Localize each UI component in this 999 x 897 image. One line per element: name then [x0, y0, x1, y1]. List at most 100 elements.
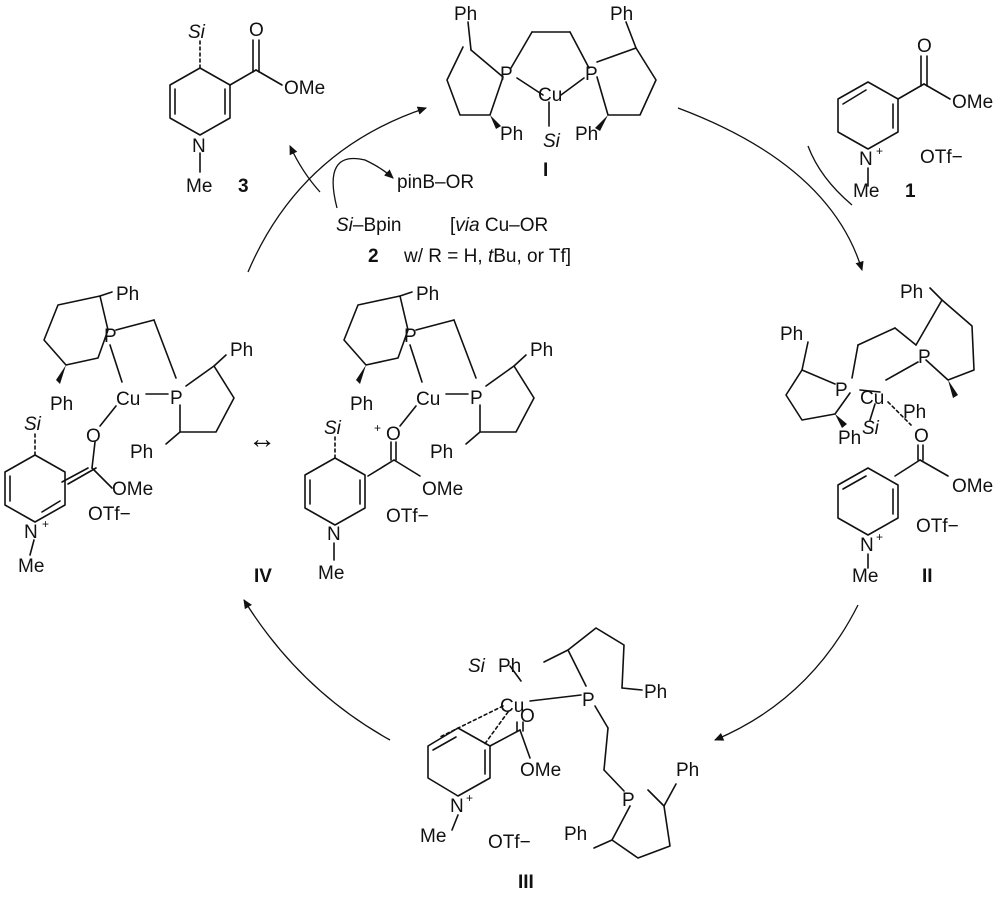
intermediate-II-label: II: [922, 566, 933, 587]
intermediate-III-phenyl-4: Ph: [564, 824, 587, 845]
intermediate-II-phenyl-2: Ph: [780, 324, 803, 345]
intermediate-II-phosphorus-1: P: [918, 347, 931, 368]
intermediate-IV-right-phenyl-1: Ph: [416, 284, 439, 305]
intermediate-II-structure: P P Cu Si O OMe N + Me OTf− II Ph Ph Ph …: [780, 282, 993, 587]
intermediate-IV-right-oxygen: O: [386, 424, 401, 445]
intermediate-IV-right-structure: Ph P Cu P Ph Ph Ph O + OMe Si N Me OTf−: [304, 284, 553, 584]
intermediate-IV-left-charge: +: [42, 517, 49, 531]
intermediate-IV-right-phenyl-4: Ph: [430, 442, 453, 463]
catalyst-I-phosphorus-right: P: [585, 64, 598, 85]
intermediate-IV-right-oxonium-charge: +: [374, 421, 381, 435]
via-note-line-2: w/ R = H, tBu, or Tf]: [403, 246, 571, 267]
via-note-bracket: [: [450, 215, 456, 236]
intermediate-III-phenyl-1: Ph: [498, 656, 521, 677]
intermediate-III-phosphorus-2: P: [622, 790, 635, 811]
intermediate-IV-left-triflate: OTf−: [88, 504, 131, 525]
intermediate-IV-left-phenyl-2: Ph: [230, 340, 253, 361]
substrate-1-charge: +: [876, 144, 883, 158]
catalyst-I-silyl: Si: [543, 131, 561, 152]
substrate-1-ome: OMe: [952, 92, 993, 113]
catalyst-I-phenyl-2: Ph: [610, 4, 633, 25]
catalyst-I-structure: P P Cu Si Ph Ph Ph Ph I: [446, 4, 657, 181]
product-3-carbonyl-oxygen: O: [249, 20, 264, 41]
intermediate-II-copper: Cu: [860, 388, 884, 409]
via-note-r-options: w/ R = H,: [403, 246, 488, 267]
intermediate-III-nitrogen: N: [450, 796, 464, 817]
intermediate-II-triflate: OTf−: [916, 516, 959, 537]
intermediate-III-methyl: Me: [420, 826, 446, 847]
intermediate-IV-left-phosphorus-1: P: [104, 326, 117, 347]
intermediate-II-methyl: Me: [852, 566, 878, 587]
intermediate-II-phenyl-4: Ph: [903, 402, 926, 423]
intermediate-II-phosphorus-2: P: [835, 380, 848, 401]
cycle-arrow-I-to-II: [677, 107, 864, 271]
arrow-substrate-1-in: [807, 145, 853, 206]
intermediate-III-charge: +: [466, 791, 473, 805]
cycle-arrow-3-to-I: [247, 106, 427, 273]
catalyst-I-phenyl-1: Ph: [454, 4, 477, 25]
substrate-1-triflate: OTf−: [920, 147, 963, 168]
intermediate-IV-right-triflate: OTf−: [386, 506, 429, 527]
intermediate-IV-left-methyl: Me: [18, 556, 44, 577]
reagent-2-bpin: –Bpin: [353, 215, 402, 236]
catalyst-I-copper: Cu: [538, 85, 562, 106]
product-3-nitrogen: N: [192, 136, 206, 157]
intermediate-II-phenyl-1: Ph: [900, 282, 923, 303]
substrate-1-structure: O OMe N + Me OTf− 1: [837, 36, 993, 202]
intermediate-III-copper: Cu: [500, 696, 524, 717]
intermediate-II-nitrogen: N: [860, 535, 874, 556]
intermediate-IV-left-silyl: Si: [24, 414, 42, 435]
intermediate-IV-right-ome: OMe: [422, 479, 463, 500]
intermediate-IV-right-phosphorus-2: P: [470, 388, 483, 409]
intermediate-IV-left-nitrogen: N: [24, 522, 38, 543]
intermediate-IV-right-phenyl-2: Ph: [530, 340, 553, 361]
intermediate-II-phenyl-3: Ph: [838, 428, 861, 449]
intermediate-III-structure: Si Ph Cu P Ph O OMe N + Me OTf− P Ph Ph …: [420, 627, 699, 893]
intermediate-II-ome: OMe: [952, 476, 993, 497]
intermediate-IV-left-phenyl-3: Ph: [50, 394, 73, 415]
intermediate-II-oxygen: O: [914, 426, 929, 447]
intermediate-II-charge: +: [876, 530, 883, 544]
intermediate-IV-label: IV: [254, 566, 272, 587]
intermediate-IV-left-copper: Cu: [116, 389, 140, 410]
product-3-methyl: Me: [186, 176, 212, 197]
product-3-structure: Si O OMe N Me 3: [169, 20, 325, 197]
intermediate-IV-left-ome: OMe: [112, 479, 153, 500]
catalyst-I-phenyl-3: Ph: [500, 124, 523, 145]
intermediate-II-silyl: Si: [862, 418, 880, 439]
cycle-arrow-III-to-IV: [243, 599, 391, 741]
cycle-arrow-II-to-III: [714, 604, 859, 741]
product-3-silyl: Si: [188, 22, 206, 43]
intermediate-III-phenyl-3: Ph: [676, 760, 699, 781]
intermediate-IV-left-phenyl-4: Ph: [130, 442, 153, 463]
via-note-cu-or: Cu–OR: [480, 215, 549, 236]
intermediate-IV-right-phenyl-3: Ph: [350, 394, 373, 415]
intermediate-III-triflate: OTf−: [488, 832, 531, 853]
product-3-ome: OMe: [284, 78, 325, 99]
intermediate-IV-left-oxygen: O: [86, 426, 101, 447]
intermediate-III-phosphorus-1: P: [582, 690, 595, 711]
substrate-1-nitrogen: N: [859, 149, 873, 170]
reagent-area: pinB–OR Si–Bpin 2 [via Cu–OR w/ R = H, t…: [336, 172, 571, 267]
via-note-via: via: [455, 215, 479, 236]
intermediate-III-label: III: [518, 872, 534, 893]
substrate-1-methyl: Me: [853, 181, 879, 202]
intermediate-IV-left-phenyl-1: Ph: [116, 284, 139, 305]
via-note-r-options-end: Bu, or Tf]: [493, 246, 571, 267]
substrate-1-label: 1: [905, 181, 916, 202]
reagent-2-label: 2: [368, 246, 379, 267]
intermediate-III-ome: OMe: [520, 760, 561, 781]
intermediate-III-phenyl-2: Ph: [644, 682, 667, 703]
intermediate-IV-left-structure: Ph P Cu P Ph Ph Ph O OMe Si N + Me OTf−: [4, 284, 253, 577]
intermediate-IV-right-phosphorus-1: P: [404, 326, 417, 347]
intermediate-III-oxygen: O: [520, 706, 535, 727]
intermediate-III-silyl: Si: [468, 656, 486, 677]
intermediate-IV-right-copper: Cu: [416, 389, 440, 410]
arrow-branch-to-3: [289, 145, 321, 193]
intermediate-IV-right-methyl: Me: [318, 563, 344, 584]
arrow-reagent-2-in-curl: [332, 158, 394, 209]
intermediate-IV-right-nitrogen: N: [327, 524, 341, 545]
byproduct-pinb-or: pinB–OR: [397, 172, 474, 193]
reagent-2-silyl: Si: [336, 215, 354, 236]
